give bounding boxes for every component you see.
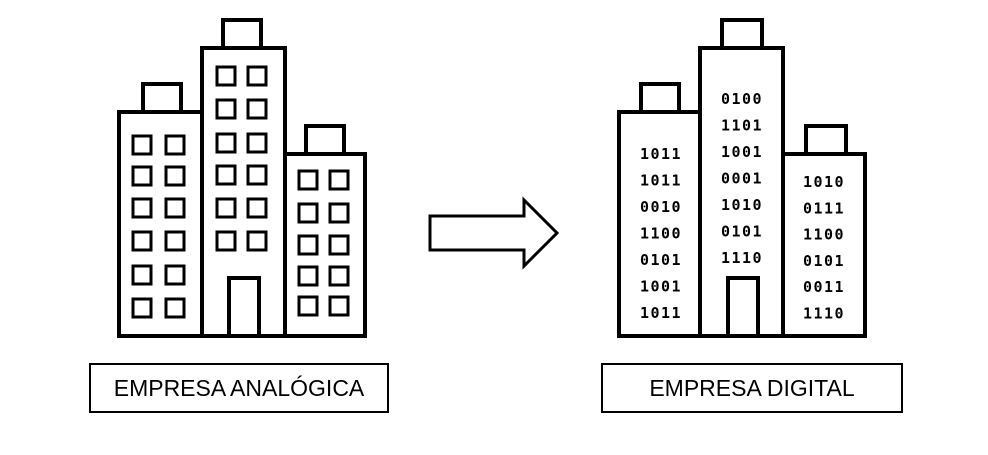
binary-row: 0101 [640, 251, 682, 269]
binary-row: 0001 [721, 170, 763, 188]
digital-company-label: EMPRESA DIGITAL [601, 363, 903, 413]
digital-left-roof [639, 82, 681, 114]
binary-row: 0101 [803, 252, 845, 270]
digital-left-binary: 1011 1011 0010 1100 0101 1001 1011 [640, 145, 682, 322]
analog-window [246, 98, 268, 120]
right-arrow-icon [428, 196, 560, 270]
binary-row: 0100 [721, 90, 763, 108]
analog-window [164, 264, 186, 286]
analog-window [131, 134, 153, 156]
analog-right-roof [304, 124, 346, 156]
binary-row: 0111 [803, 199, 845, 217]
analog-window [215, 197, 237, 219]
binary-row: 0011 [803, 278, 845, 296]
analog-right-tower [283, 152, 367, 338]
analog-window [328, 234, 350, 256]
binary-row: 1100 [803, 226, 845, 244]
digital-right-tower [781, 152, 867, 338]
analog-window [328, 295, 350, 317]
analog-window [164, 197, 186, 219]
binary-row: 0101 [721, 223, 763, 241]
analog-company-label: EMPRESA ANALÓGICA [89, 363, 389, 413]
binary-row: 1101 [721, 117, 763, 135]
analog-window [246, 65, 268, 87]
analog-window [131, 197, 153, 219]
binary-row: 1001 [721, 143, 763, 161]
analog-center-roof [221, 18, 263, 50]
analog-window [131, 297, 153, 319]
digital-center-roof [720, 18, 764, 50]
digital-door [726, 276, 760, 338]
binary-row: 1011 [640, 304, 682, 322]
digital-center-tower [698, 46, 785, 338]
analog-window [297, 265, 319, 287]
analog-window [164, 230, 186, 252]
analog-window [328, 265, 350, 287]
analog-window [297, 234, 319, 256]
analog-window [215, 132, 237, 154]
analog-left-tower [117, 110, 204, 338]
analog-window [215, 65, 237, 87]
analog-windows [131, 65, 350, 319]
analog-window [246, 164, 268, 186]
binary-row: 1100 [640, 225, 682, 243]
analog-left-roof [141, 82, 183, 114]
digital-right-binary: 1010 0111 1100 0101 0011 1110 [803, 173, 845, 323]
analog-window [297, 295, 319, 317]
binary-row: 0010 [640, 198, 682, 216]
analog-window [164, 165, 186, 187]
binary-row: 1110 [803, 305, 845, 323]
analog-window [328, 202, 350, 224]
analog-window [246, 230, 268, 252]
digital-building-icon [617, 18, 867, 338]
analog-window [164, 134, 186, 156]
analog-window [131, 230, 153, 252]
analog-window [131, 165, 153, 187]
analog-window [328, 169, 350, 191]
binary-row: 1010 [721, 196, 763, 214]
analog-window [297, 169, 319, 191]
binary-row: 1011 [640, 145, 682, 163]
binary-row: 1110 [721, 249, 763, 267]
analog-window [215, 98, 237, 120]
digital-right-roof [804, 124, 848, 156]
binary-row: 1010 [803, 173, 845, 191]
analog-window [164, 297, 186, 319]
analog-window [246, 197, 268, 219]
digital-left-tower [617, 110, 702, 338]
analog-window [131, 264, 153, 286]
analog-door [227, 276, 261, 338]
analog-window [246, 132, 268, 154]
analog-window [297, 202, 319, 224]
analog-window [215, 164, 237, 186]
analog-window [215, 230, 237, 252]
analog-center-tower [200, 46, 287, 338]
binary-row: 1011 [640, 172, 682, 190]
analog-building-icon [117, 18, 367, 338]
digital-center-binary: 0100 1101 1001 0001 1010 0101 1110 [721, 90, 763, 267]
binary-row: 1001 [640, 278, 682, 296]
